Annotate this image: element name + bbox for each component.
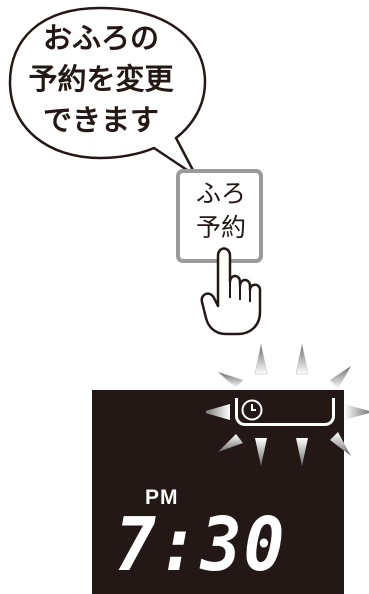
bubble-line-2: 予約を変更 (22, 59, 180, 100)
clock-icon (240, 398, 264, 422)
pointing-hand-icon (198, 240, 268, 340)
button-label: ふろ 予約 (196, 177, 252, 245)
bubble-message: おふろの 予約を変更 できます (22, 18, 180, 141)
bubble-line-3: できます (22, 100, 180, 141)
button-label-line-1: ふろ (196, 177, 252, 211)
time-readout: 7:30 (115, 505, 286, 585)
bubble-line-1: おふろの (22, 18, 180, 59)
